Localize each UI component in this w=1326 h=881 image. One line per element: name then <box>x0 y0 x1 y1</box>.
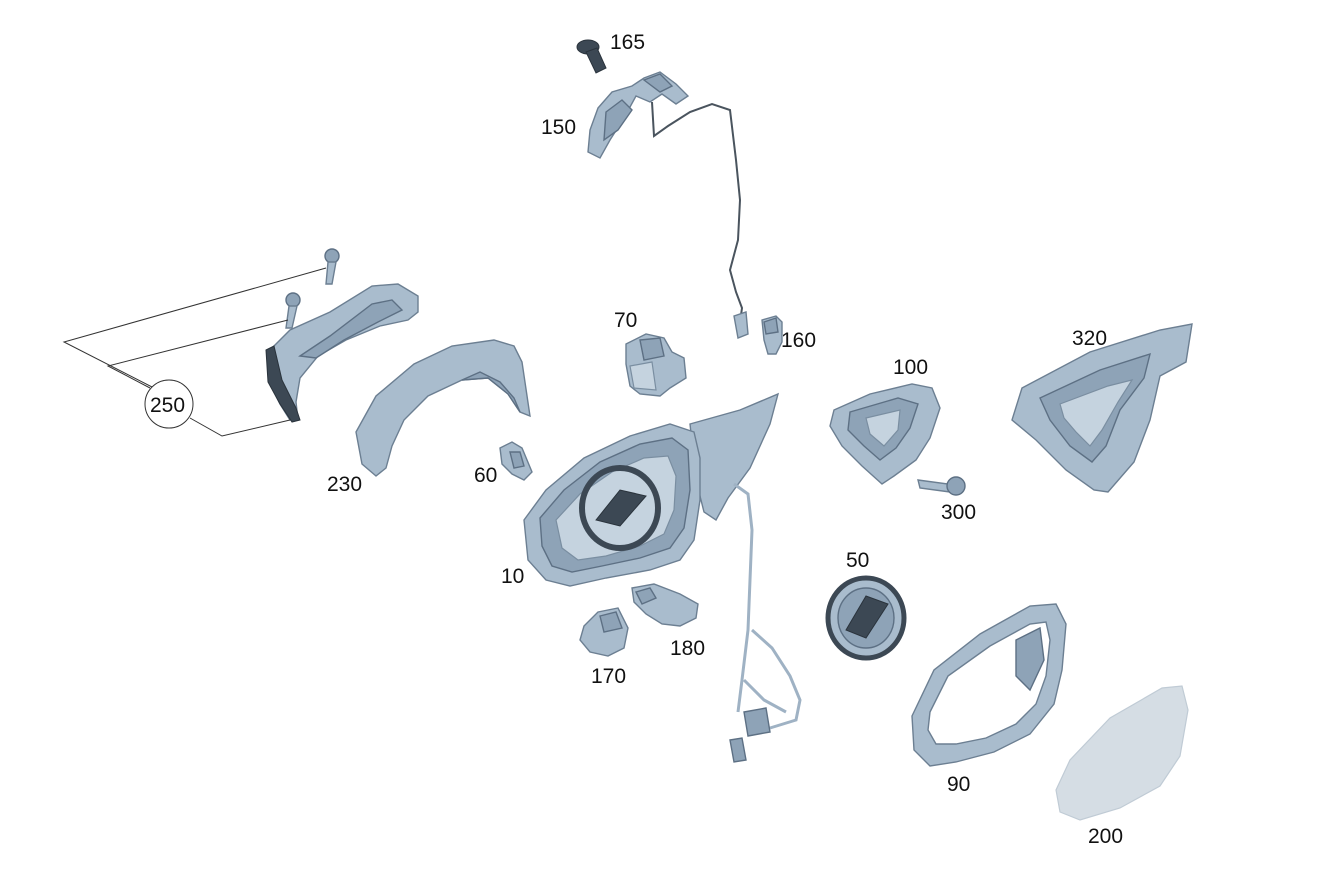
part-60-clip[interactable] <box>499 441 533 481</box>
part-160-connector[interactable] <box>733 311 783 355</box>
part-10-cable-harness <box>733 482 802 730</box>
callout-320: 320 <box>1072 327 1107 350</box>
part-300-screw[interactable] <box>917 476 966 496</box>
callout-60: 60 <box>474 464 497 487</box>
part-250-turn-signal[interactable] <box>265 283 419 423</box>
part-10-mirror-housing[interactable] <box>523 392 780 587</box>
callout-50: 50 <box>846 549 869 572</box>
callout-labels: 165 150 70 160 320 100 250 230 60 300 10… <box>150 31 1123 848</box>
part-10-actuator-ring <box>579 465 661 551</box>
part-70-motor[interactable] <box>625 333 687 397</box>
callout-160: 160 <box>781 329 816 352</box>
part-100-bracket[interactable] <box>829 383 941 485</box>
part-10-harness-connectors <box>729 707 771 763</box>
part-150-sensor-bracket[interactable] <box>587 71 690 159</box>
callout-150: 150 <box>541 116 576 139</box>
callout-250-circle <box>144 379 194 429</box>
part-90-mirror-frame[interactable] <box>911 603 1067 767</box>
part-230-mirror-cap[interactable] <box>355 339 531 477</box>
callout-10: 10 <box>501 565 524 588</box>
callout-70: 70 <box>614 309 637 332</box>
callout-200: 200 <box>1088 825 1123 848</box>
part-250-screw-upper[interactable] <box>324 248 340 285</box>
part-170-lamp-housing[interactable] <box>579 607 629 657</box>
callout-90: 90 <box>947 773 970 796</box>
part-50-actuator[interactable] <box>825 575 907 661</box>
callout-100: 100 <box>893 356 928 379</box>
callout-250: 250 <box>150 394 185 417</box>
callout-230: 230 <box>327 473 362 496</box>
callout-165: 165 <box>610 31 645 54</box>
part-250-leader-lines <box>62 267 327 437</box>
part-200-mirror-glass[interactable] <box>1055 685 1189 821</box>
callout-170: 170 <box>591 665 626 688</box>
callout-300: 300 <box>941 501 976 524</box>
part-150-cable <box>651 101 744 323</box>
part-250-screw-lower[interactable] <box>285 292 301 329</box>
part-165-bolt[interactable] <box>576 39 607 74</box>
part-180-module[interactable] <box>631 583 699 627</box>
part-320-base[interactable] <box>1011 323 1193 493</box>
callout-180: 180 <box>670 637 705 660</box>
